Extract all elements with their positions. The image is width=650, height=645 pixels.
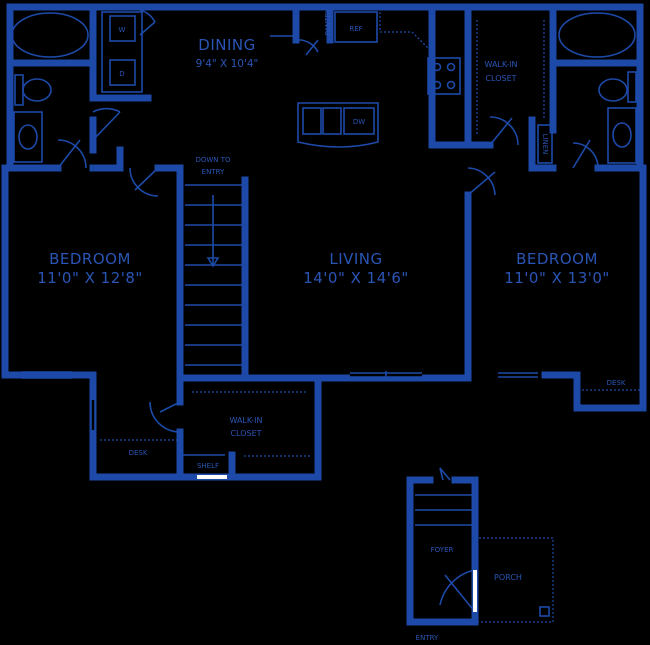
kitchen-fixtures — [270, 11, 461, 148]
walkin-top-line2: CLOSET — [485, 74, 516, 83]
main-stairs — [185, 184, 242, 366]
down-to-entry-line2: ENTRY — [202, 168, 225, 176]
walkin-top-line1: WALK-IN — [484, 60, 517, 69]
porch-post — [539, 606, 550, 617]
windows — [22, 371, 538, 430]
door-swings — [57, 9, 599, 613]
dw-label: DW — [353, 118, 365, 126]
dryer-label: D — [119, 70, 124, 78]
room-labels: DINING 9'4" X 10'4" LIVING 14'0" X 14'6"… — [37, 8, 626, 642]
right-bath-fixtures — [558, 12, 637, 164]
dining-dims: 9'4" X 10'4" — [196, 58, 259, 70]
bedroom-left-name: BEDROOM — [49, 250, 131, 268]
bedroom-right-name: BEDROOM — [516, 250, 598, 268]
living-dims: 14'0" X 14'6" — [303, 269, 409, 287]
bedroom-right-dims: 11'0" X 13'0" — [504, 269, 610, 287]
ref-label: REF — [349, 25, 362, 33]
washer-dryer — [101, 11, 143, 93]
shelf-label: SHELF — [197, 462, 219, 470]
down-to-entry-line1: DOWN TO — [195, 156, 231, 164]
foyer-stairs — [415, 494, 472, 526]
entry-label: ENTRY — [416, 634, 439, 642]
walkin-bottom-line1: WALK-IN — [229, 416, 262, 425]
dining-name: DINING — [198, 36, 255, 54]
washer-label: W — [119, 26, 126, 34]
desk-right-label: DESK — [607, 379, 626, 387]
desk-left-label: DESK — [129, 449, 148, 457]
foyer-label: FOYER — [431, 546, 454, 554]
walkin-bottom-line2: CLOSET — [230, 429, 261, 438]
porch-label: PORCH — [494, 573, 522, 582]
interior-walls — [6, 3, 644, 481]
left-bath-fixtures — [11, 12, 89, 163]
closet-rods — [100, 20, 640, 457]
linen-label: LINEN — [541, 134, 549, 155]
bedroom-left-dims: 11'0" X 12'8" — [37, 269, 143, 287]
pantry-label: PANTRY — [324, 8, 332, 35]
exterior-walls — [1, 3, 647, 481]
living-name: LIVING — [329, 250, 382, 268]
